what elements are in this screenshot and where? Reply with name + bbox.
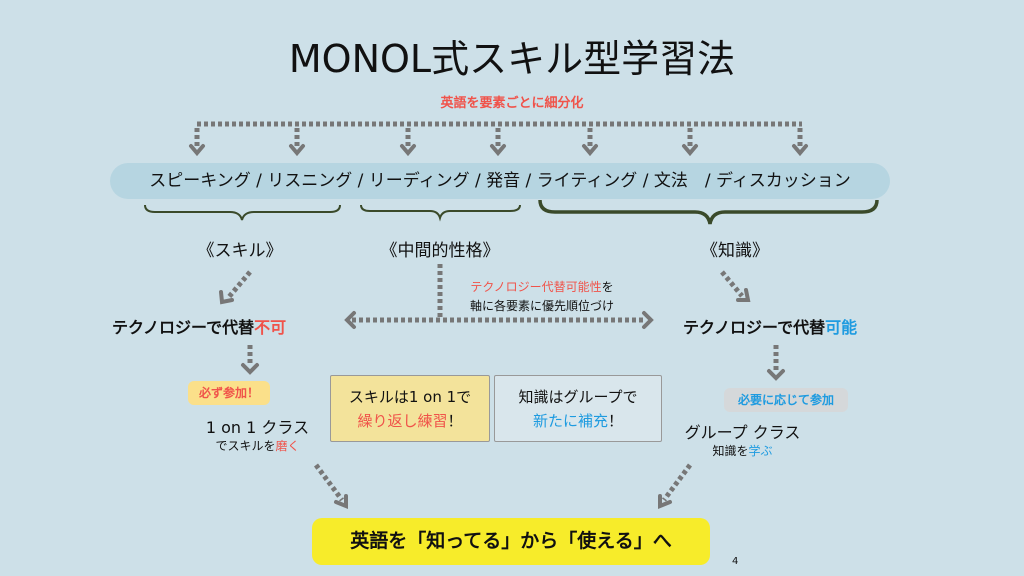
group-class-label: グループ クラス [684, 423, 801, 442]
axis-note-line2: 軸に各要素に優先順位づけ [469, 299, 614, 313]
axis-note: テクノロジー代替可能性を 軸に各要素に優先順位づけ [456, 278, 628, 316]
left-heading: テクノロジーで代替不可 [112, 314, 286, 338]
group-desc-accent: 学ぶ [748, 444, 773, 458]
one-on-one-desc-text: でスキルを [215, 439, 276, 453]
category-middle: 《中間的性格》 [380, 241, 500, 261]
elements-band: スピーキング / リスニング / リーディング / 発音 / ライティング / … [110, 163, 890, 199]
left-heading-accent: 不可 [254, 318, 287, 337]
category-skill: 《スキル》 [197, 241, 283, 261]
page-number: 4 [732, 556, 739, 567]
skill-box-line1: スキルは1 on 1で [348, 388, 472, 406]
left-heading-text: テクノロジーで代替 [112, 318, 255, 337]
page-title: MONOL式スキル型学習法 [288, 37, 736, 81]
group-desc-text: 知識を [712, 444, 749, 458]
one-on-one-class-label: 1 on 1 クラス [205, 418, 310, 437]
axis-note-rest: を [601, 280, 614, 294]
knowledge-box-line1: 知識はグループで [518, 388, 638, 406]
category-knowledge: 《知識》 [701, 241, 769, 261]
right-heading-text: テクノロジーで代替 [683, 318, 826, 337]
knowledge-box: 知識はグループで 新たに補充！ [494, 375, 662, 442]
right-heading-accent: 可能 [825, 318, 858, 337]
axis-note-highlight: テクノロジー代替可能性 [470, 280, 602, 294]
knowledge-box-line2: 新たに補充 [532, 412, 608, 430]
skill-box: スキルは1 on 1で 繰り返し練習！ [330, 375, 490, 442]
skill-box-line2-end: ！ [447, 412, 463, 430]
group-class-desc: 知識を学ぶ [690, 442, 795, 459]
one-on-one-desc: でスキルを磨く [200, 437, 315, 454]
required-badge: 必ず参加！ [188, 381, 270, 405]
subtitle: 英語を要素ごとに細分化 [440, 96, 584, 111]
conclusion-banner: 英語を「知ってる」から「使える」へ [312, 518, 710, 565]
knowledge-box-line2-end: ！ [608, 412, 624, 430]
optional-badge: 必要に応じて参加 [724, 388, 848, 412]
right-heading: テクノロジーで代替可能 [683, 314, 857, 338]
skill-box-line2: 繰り返し練習 [357, 412, 448, 430]
one-on-one-desc-accent: 磨く [275, 439, 300, 453]
